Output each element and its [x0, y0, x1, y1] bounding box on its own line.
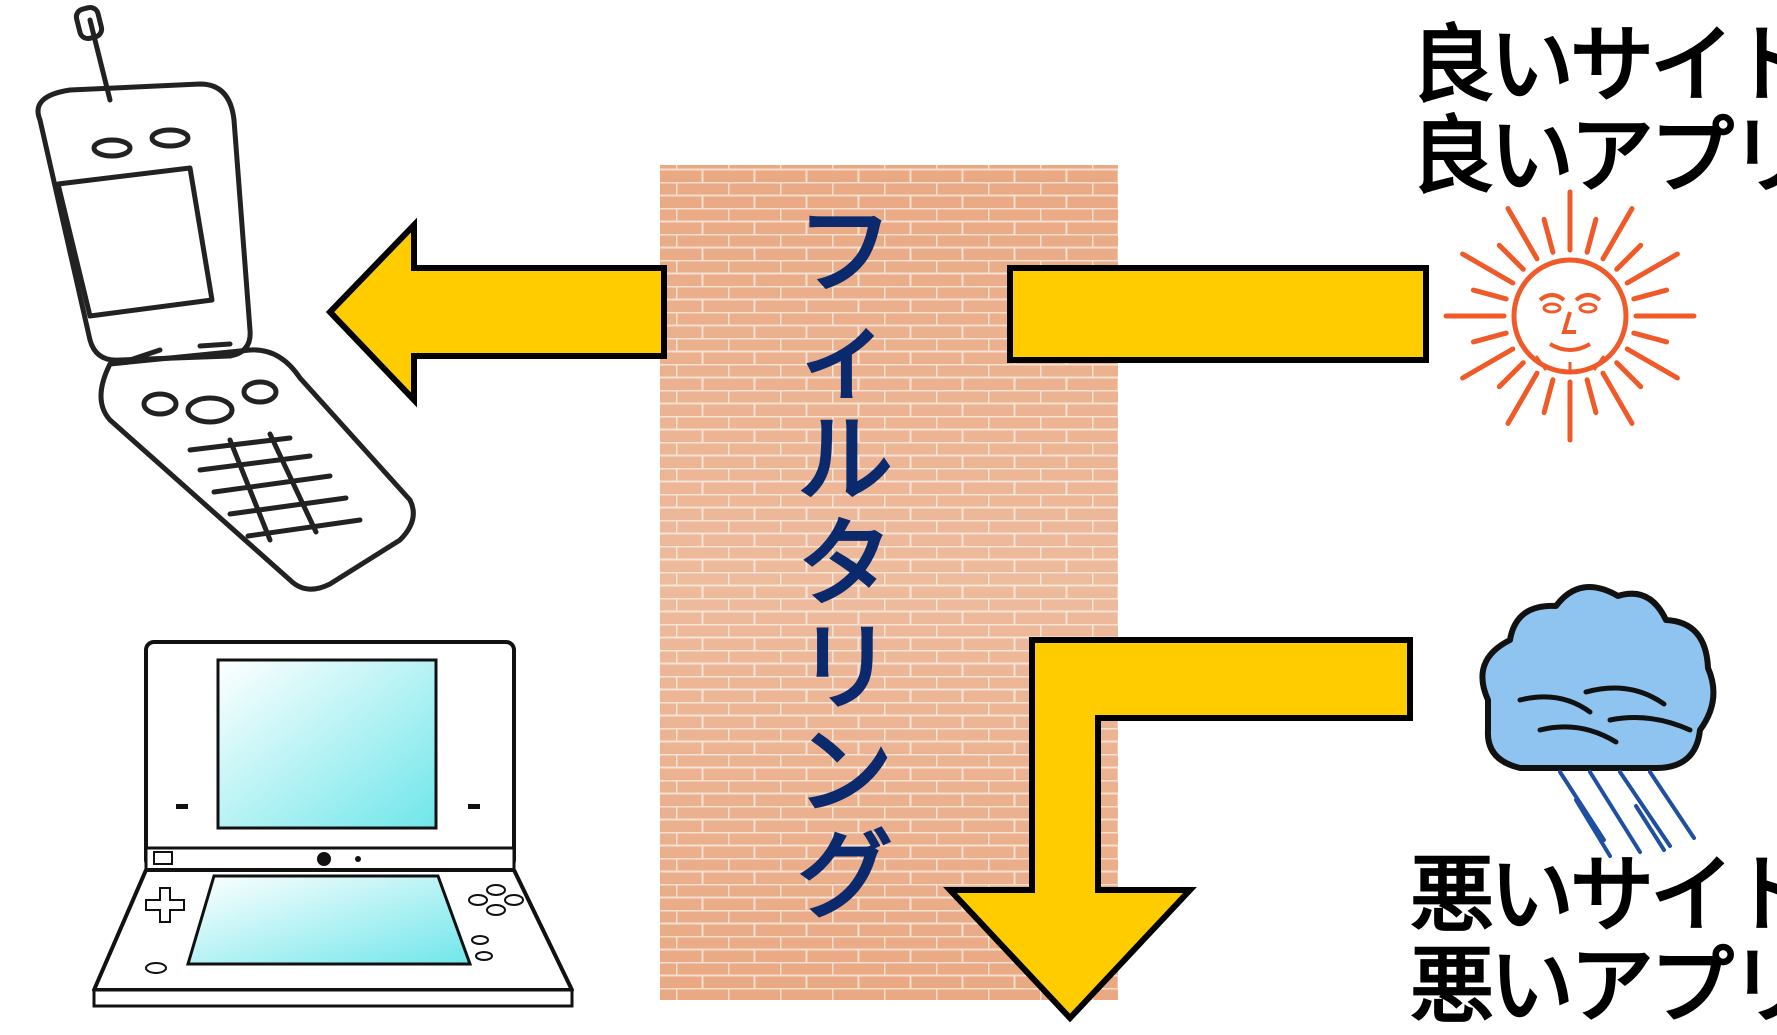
bad-line-1: 悪いサイト — [1410, 846, 1777, 944]
handheld-console-icon — [92, 640, 574, 1008]
sun-ray — [1470, 330, 1509, 345]
wall-char: リ — [797, 612, 893, 724]
wall-label: フィルタリング — [795, 200, 895, 928]
good-line-2: 良いアプリ — [1410, 106, 1777, 205]
good-sites-label: 良いサイト 良いアプリ — [1410, 20, 1777, 201]
sun-ray — [1460, 251, 1516, 286]
sun-ray — [1600, 370, 1635, 426]
bad-sites-label: 悪いサイト 悪いアプリ — [1410, 850, 1777, 1031]
sun-ray — [1505, 206, 1540, 262]
pass-arrow — [325, 217, 1429, 408]
sun-ray — [1470, 287, 1509, 302]
wall-char: タ — [797, 508, 893, 620]
wall-char: フ — [797, 196, 893, 308]
sun-ray — [1631, 287, 1670, 302]
wall-char: グ — [797, 820, 893, 932]
sun-ray — [1496, 360, 1526, 390]
sun-ray — [1541, 377, 1556, 416]
sun-ray — [1541, 216, 1556, 255]
sun-ray — [1584, 216, 1599, 255]
sun-ray — [1460, 346, 1516, 381]
sun-ray — [1505, 370, 1540, 426]
wall-char: ル — [797, 404, 893, 516]
sun-ray — [1584, 377, 1599, 416]
sun-ray — [1624, 346, 1680, 381]
good-line-1: 良いサイト — [1410, 16, 1777, 114]
bad-line-2: 悪いアプリ — [1410, 936, 1777, 1035]
sun-ray — [1624, 251, 1680, 286]
sun-ray — [1631, 330, 1670, 345]
sun-ray — [1600, 206, 1635, 262]
sun-ray — [1614, 360, 1644, 390]
sun-icon — [1443, 189, 1697, 443]
rain-cloud-icon — [1479, 584, 1717, 858]
wall-char: ン — [797, 716, 893, 828]
sun-ray — [1496, 242, 1526, 272]
wall-char: ィ — [797, 300, 893, 412]
flip-phone-icon — [35, 4, 416, 592]
sun-ray — [1614, 242, 1644, 272]
blocked-arrow — [943, 637, 1413, 1023]
